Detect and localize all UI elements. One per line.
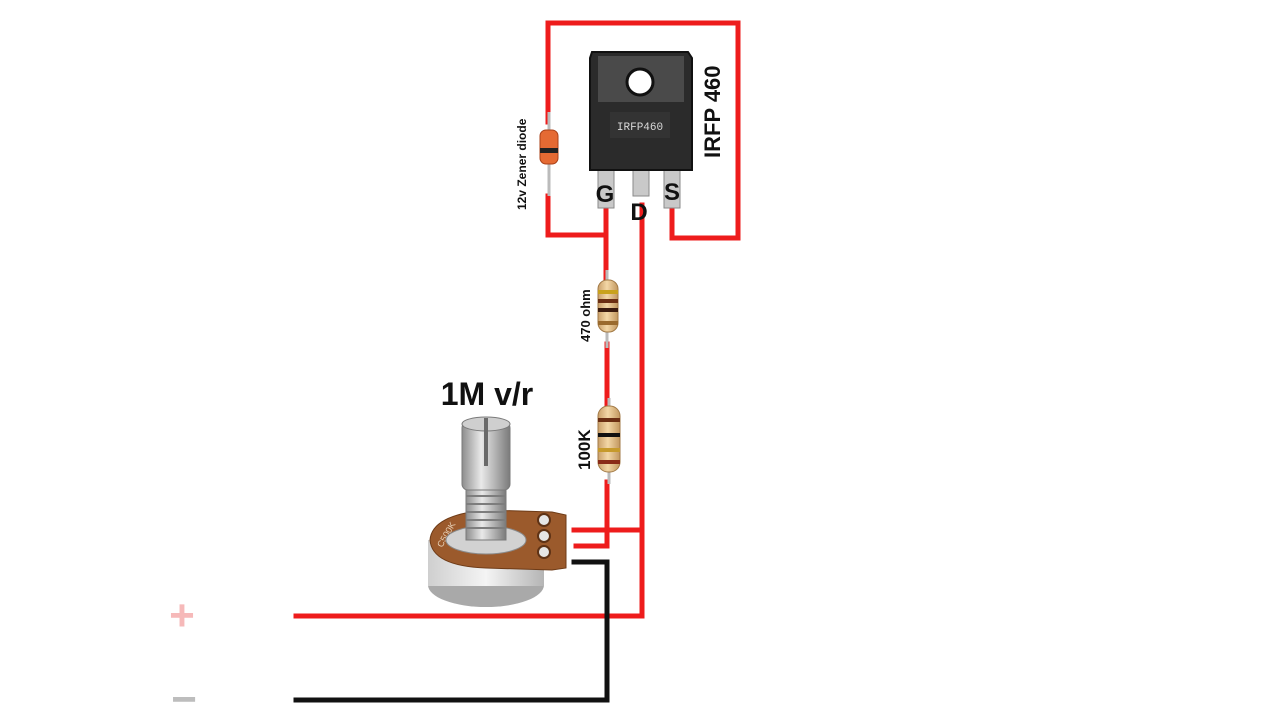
- resistor-470-label: 470 ohm: [578, 289, 593, 342]
- resistor-470-band-3: [598, 308, 618, 312]
- resistor-470-band-4: [598, 321, 618, 325]
- potentiometer-label: 1M v/r: [441, 376, 533, 412]
- zener-cathode-band: [540, 148, 558, 153]
- pot-pin-3: [537, 545, 551, 559]
- mosfet-mounting-hole: [625, 67, 655, 97]
- mosfet: IRFP460: [589, 51, 693, 209]
- positive-terminal-sign: +: [169, 591, 195, 640]
- wire-zener-gate: [545, 193, 609, 238]
- wire-source-loop: [545, 20, 741, 241]
- pin-label-gate: G: [596, 181, 615, 208]
- mosfet-title: IRFP 460: [700, 65, 725, 158]
- wire-100k-pot: [573, 479, 610, 549]
- resistor-100k: [597, 398, 621, 484]
- resistor-470: [597, 270, 619, 348]
- resistor-100k-band-1: [598, 418, 620, 422]
- negative-terminal-sign: −: [171, 675, 197, 720]
- wire-drain-positive: [293, 202, 645, 619]
- mosfet-marking-area: [610, 112, 670, 138]
- resistor-100k-band-4: [598, 460, 620, 464]
- potentiometer: C500K: [428, 416, 567, 607]
- zener-label: 12v Zener diode: [515, 118, 529, 210]
- resistor-100k-label: 100K: [575, 429, 594, 470]
- wire-negative: [293, 559, 610, 703]
- mosfet-marking: IRFP460: [617, 122, 663, 134]
- wires: [293, 20, 741, 703]
- resistor-100k-band-2: [598, 433, 620, 437]
- zener-diode: [539, 112, 559, 196]
- pin-label-drain: D: [630, 199, 647, 226]
- zener-body: [539, 129, 559, 165]
- resistor-100k-band-3: [598, 448, 620, 452]
- pin-label-source: S: [664, 179, 680, 206]
- resistor-100k-body: [597, 405, 621, 473]
- pot-threads: [466, 495, 506, 529]
- mosfet-leg-drain: [632, 169, 650, 197]
- resistor-470-band-2: [598, 299, 618, 303]
- pot-pin-1: [537, 513, 551, 527]
- resistor-470-band-1: [598, 290, 618, 294]
- pot-pin-2: [537, 529, 551, 543]
